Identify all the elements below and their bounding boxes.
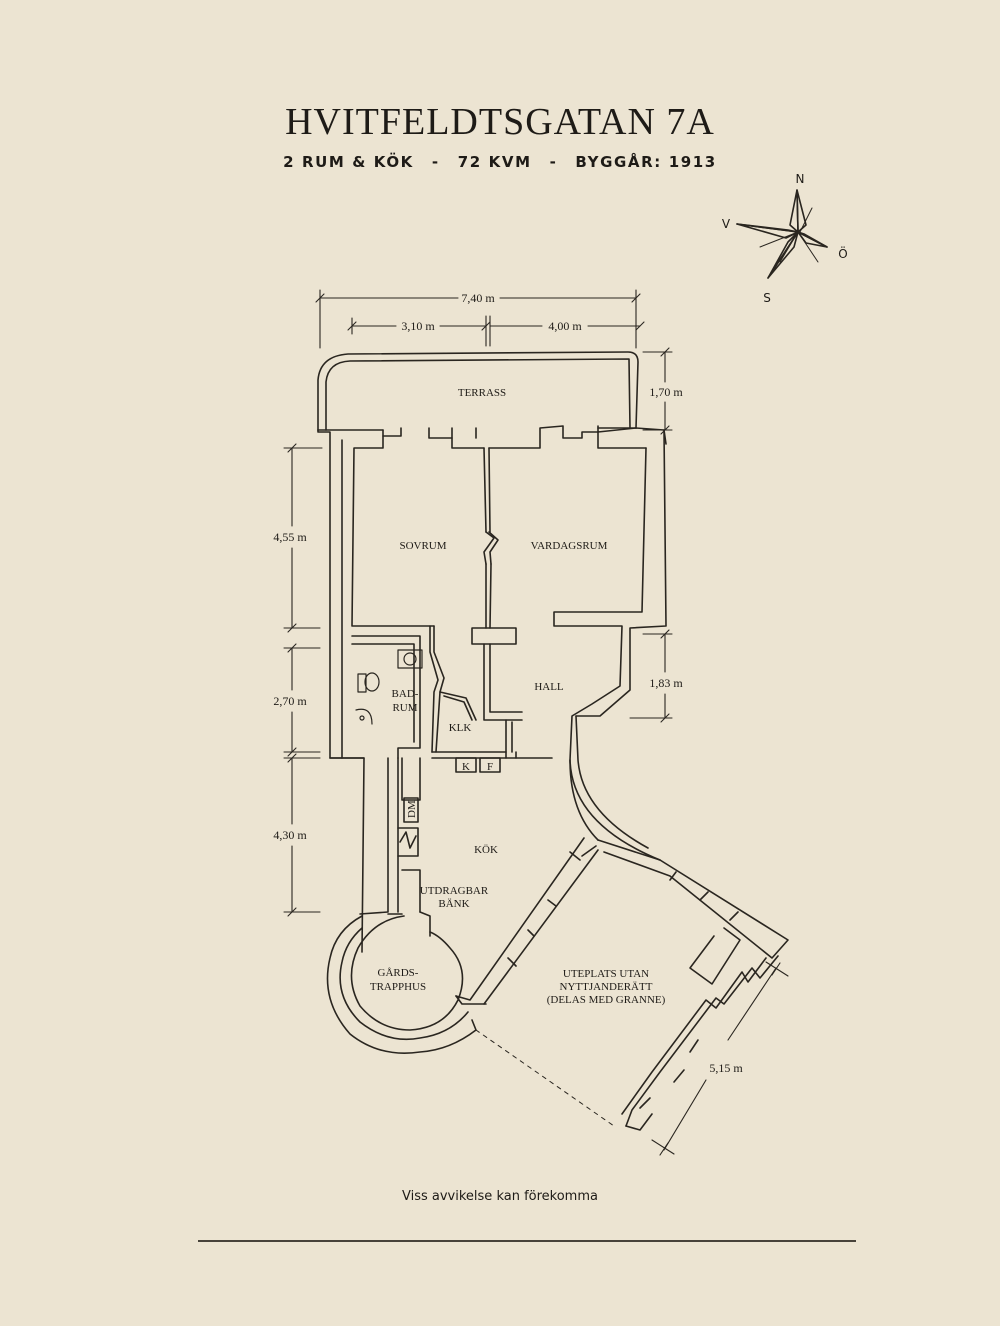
bottom-divider <box>198 1240 856 1242</box>
label-trapphus-line1: GÅRDS- <box>378 967 419 979</box>
subtitle-separator: - <box>431 153 440 171</box>
label-kok: KÖK <box>474 844 498 856</box>
exterior-walls <box>317 425 667 953</box>
dim-kitchen-depth: 4,30 m <box>273 828 307 842</box>
dim-bedroom-depth: 4,55 m <box>273 530 307 544</box>
label-uteplats-line2: NYTTJANDERÄTT <box>560 981 653 993</box>
dim-right-width: 4,00 m <box>548 319 582 333</box>
subtitle-area: 72 KVM <box>457 153 532 171</box>
label-f: F <box>487 761 493 773</box>
terrace <box>317 351 639 431</box>
label-sovrum: SOVRUM <box>399 540 446 552</box>
compass-labels: N V Ö S <box>722 172 848 305</box>
label-utdrag-line2: BÄNK <box>438 898 469 910</box>
label-badrum-line1: BAD- <box>392 688 419 700</box>
dim-left-width: 3,10 m <box>401 319 435 333</box>
plan-subtitle: 2 RUM & KÖK-72 KVM-BYGGÅR: 1913 <box>0 153 1000 171</box>
label-trapphus-line2: TRAPPHUS <box>370 981 426 993</box>
compass-s: S <box>763 291 771 305</box>
room-labels: TERRASS SOVRUM VARDAGSRUM HALL BAD- RUM … <box>370 387 666 1006</box>
compass-rose-icon <box>736 189 828 279</box>
dim-patio-length: 5,15 m <box>709 1061 743 1075</box>
label-hall: HALL <box>534 681 564 693</box>
subtitle-built: BYGGÅR: 1913 <box>575 153 717 171</box>
disclaimer: Viss avvikelse kan förekomma <box>402 1189 598 1204</box>
dim-total-width: 7,40 m <box>461 291 495 305</box>
label-uteplats-line1: UTEPLATS UTAN <box>563 968 649 980</box>
label-klk: KLK <box>449 722 472 734</box>
stair-tower <box>326 913 477 1054</box>
dim-hall-depth: 1,83 m <box>649 676 683 690</box>
label-vardagsrum: VARDAGSRUM <box>531 540 608 552</box>
label-uteplats-line3: (DELAS MED GRANNE) <box>547 994 666 1006</box>
kitchen-walls <box>359 757 431 937</box>
dim-bath-depth: 2,70 m <box>273 694 307 708</box>
dimension-labels: 7,40 m 3,10 m 4,00 m 1,70 m 4,55 m 2,70 … <box>273 291 743 1075</box>
patio-walls <box>455 715 789 1131</box>
subtitle-rooms: 2 RUM & KÖK <box>283 153 414 171</box>
label-badrum-line2: RUM <box>392 702 417 714</box>
dimension-lines <box>283 289 789 1156</box>
compass-o: Ö <box>838 245 847 261</box>
dim-terrace-depth: 1,70 m <box>649 385 683 399</box>
label-dm: DM <box>406 800 418 818</box>
label-terrass: TERRASS <box>458 387 506 399</box>
compass-n: N <box>796 172 805 186</box>
bathroom-fixtures <box>355 649 423 725</box>
interior-walls <box>351 447 553 773</box>
subtitle-separator: - <box>549 153 558 171</box>
compass-v: V <box>722 217 731 231</box>
label-k: K <box>462 761 470 773</box>
label-utdrag-line1: UTDRAGBAR <box>420 885 489 897</box>
plan-title: HVITFELDTSGATAN 7A <box>285 101 715 143</box>
